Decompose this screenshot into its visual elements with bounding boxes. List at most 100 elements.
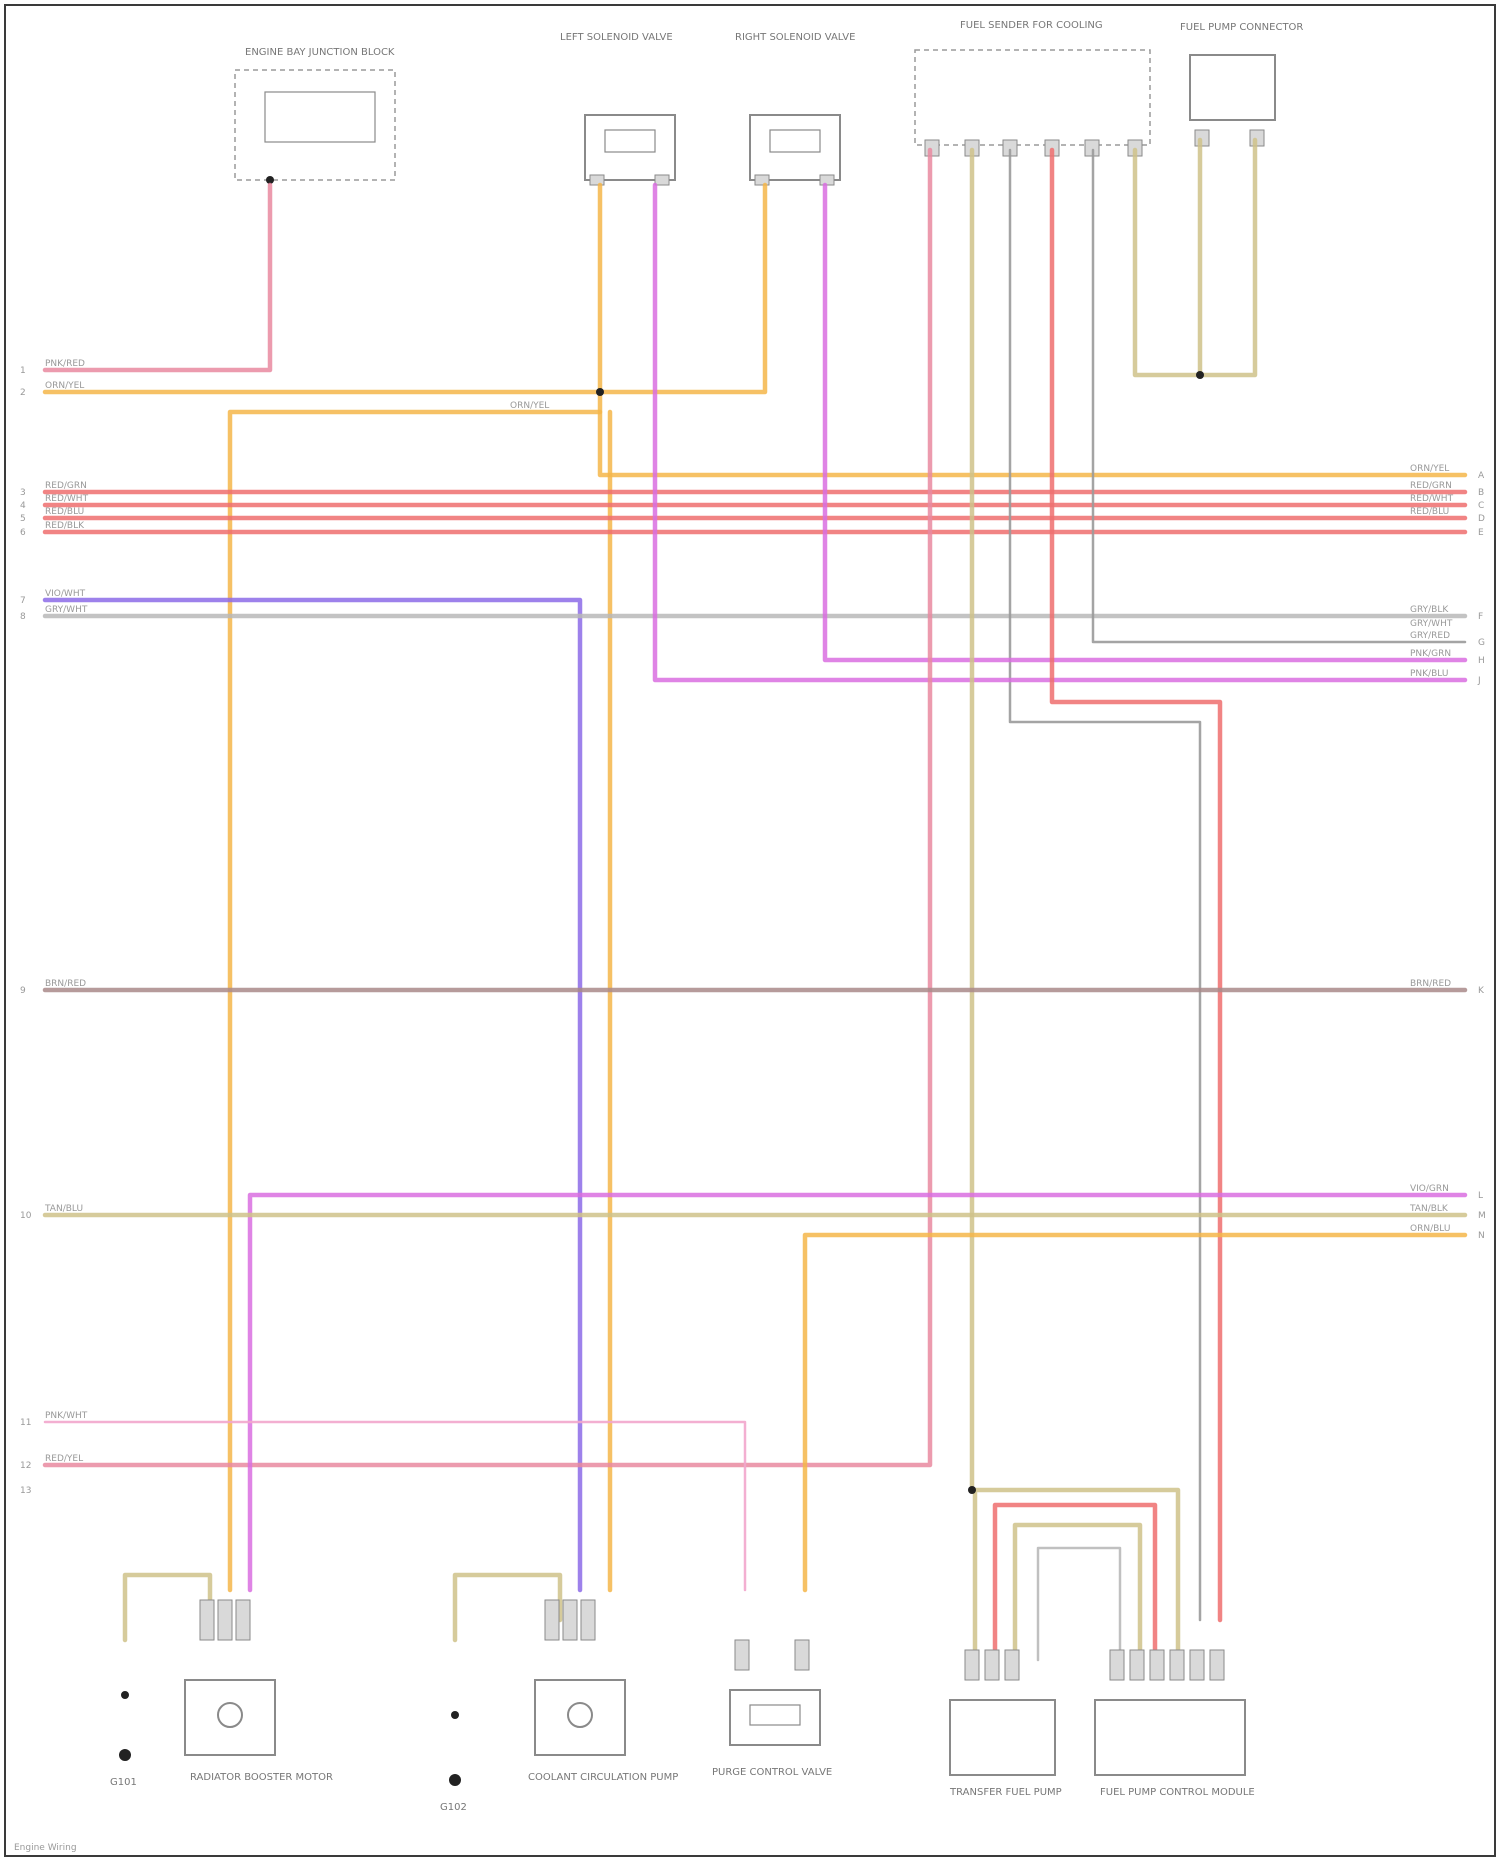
left-pin-7: 7	[20, 596, 26, 606]
left-pin-12: 12	[20, 1461, 31, 1471]
junction-dots	[121, 371, 1204, 1719]
right-pin-M: M	[1478, 1211, 1486, 1221]
right-pin-A: A	[1478, 471, 1485, 481]
wire-magenta-2	[825, 185, 1465, 660]
wire-tan-loop	[1135, 140, 1255, 375]
right-wire-labels: ORN/YEL RED/GRN RED/WHT RED/BLU GRY/BLK …	[1409, 464, 1454, 1234]
wire-label: PNK/RED	[45, 359, 85, 369]
left-pin-13: 13	[20, 1486, 31, 1496]
wire-magenta-1	[655, 185, 1465, 680]
right-pin-H: H	[1478, 656, 1485, 666]
right-solenoid-label: RIGHT SOLENOID VALVE	[735, 32, 855, 43]
purge-control-valve: PURGE CONTROL VALVE	[712, 1640, 832, 1778]
wire-label: ORN/YEL	[510, 401, 549, 411]
left-solenoid-label: LEFT SOLENOID VALVE	[560, 32, 673, 43]
wire-magenta-row	[250, 1195, 1465, 1590]
fuel-sender: FUEL SENDER FOR COOLING	[915, 20, 1150, 156]
ground-a-label: G101	[110, 1777, 137, 1788]
right-pin-C: C	[1478, 501, 1484, 511]
engine-bay-label: ENGINE BAY JUNCTION BLOCK	[245, 47, 395, 58]
wire-label: BRN/RED	[45, 979, 86, 989]
wire-label: ORN/YEL	[45, 381, 84, 391]
wire-label: BRN/RED	[1410, 979, 1451, 989]
wire-label: RED/BLU	[45, 507, 84, 517]
fuel-pump-control-module: FUEL PUMP CONTROL MODULE	[1095, 1650, 1255, 1798]
wire-tan-bottom-b	[455, 1575, 560, 1640]
purge-valve-label: PURGE CONTROL VALVE	[712, 1767, 832, 1778]
wire-label: GRY/WHT	[45, 605, 88, 615]
fuel-pump-connector: FUEL PUMP CONNECTOR	[1180, 22, 1303, 146]
fuel-pump-module-label: FUEL PUMP CONTROL MODULE	[1100, 1787, 1255, 1798]
coolant-circulation-pump: COOLANT CIRCULATION PUMP	[528, 1600, 678, 1783]
left-pin-5: 5	[20, 514, 26, 524]
right-pin-G: G	[1478, 638, 1485, 648]
wire-orange-mid	[230, 412, 600, 1590]
right-pin-J: J	[1477, 676, 1481, 686]
right-pin-E: E	[1478, 528, 1484, 538]
wire-label: VIO/WHT	[45, 589, 86, 599]
wire-label: RED/YEL	[45, 1454, 83, 1464]
radiator-booster-label: RADIATOR BOOSTER MOTOR	[190, 1772, 333, 1783]
left-pin-11: 11	[20, 1418, 31, 1428]
wire-tan-pump-1	[975, 1490, 1178, 1660]
right-pin-K: K	[1478, 986, 1485, 996]
wire-label: RED/WHT	[45, 494, 89, 504]
left-pin-2: 2	[20, 388, 26, 398]
wire-label: RED/WHT	[1410, 494, 1454, 504]
wire-label: PNK/GRN	[1410, 649, 1451, 659]
wire-red-pump-1	[995, 1505, 1155, 1660]
left-pin-8: 8	[20, 612, 26, 622]
engine-bay-junction-block: ENGINE BAY JUNCTION BLOCK	[235, 47, 395, 184]
right-pin-N: N	[1478, 1231, 1485, 1241]
left-pin-1: 1	[20, 366, 26, 376]
left-wire-labels: PNK/RED ORN/YEL ORN/YEL RED/GRN RED/WHT …	[44, 359, 549, 1464]
right-solenoid-valve: RIGHT SOLENOID VALVE	[735, 32, 855, 185]
right-pin-L: L	[1478, 1191, 1483, 1201]
wire-label: ORN/YEL	[1410, 464, 1449, 474]
left-pin-9: 9	[20, 986, 26, 996]
wire-label: VIO/GRN	[1410, 1184, 1449, 1194]
wire-violet	[45, 600, 580, 1590]
wire-label: RED/GRN	[1410, 481, 1452, 491]
right-pin-F: F	[1478, 612, 1483, 622]
right-pin-B: B	[1478, 488, 1484, 498]
transfer-fuel-pump: TRANSFER FUEL PUMP	[949, 1650, 1062, 1798]
wire-label: RED/BLK	[45, 521, 85, 531]
transfer-pump-label: TRANSFER FUEL PUMP	[949, 1787, 1062, 1798]
wire-label: PNK/BLU	[1410, 669, 1448, 679]
wire-label: RED/BLU	[1410, 507, 1449, 517]
wire-orange-left-solenoid	[600, 185, 1465, 475]
right-pin-D: D	[1478, 514, 1485, 524]
wire-label: ORN/BLU	[1410, 1224, 1450, 1234]
left-pin-6: 6	[20, 528, 26, 538]
wires	[45, 140, 1465, 1660]
wire-pink-junction	[45, 185, 270, 370]
coolant-pump-label: COOLANT CIRCULATION PUMP	[528, 1772, 678, 1783]
wire-label: PNK/WHT	[45, 1411, 88, 1421]
wire-label: RED/GRN	[45, 481, 87, 491]
wire-gray-3	[1010, 150, 1200, 1620]
wire-tan-bottom-a	[125, 1575, 210, 1640]
footer-text: Engine Wiring	[14, 1843, 77, 1853]
wire-gray-2	[1093, 150, 1465, 642]
wire-label: GRY/BLK	[1410, 605, 1449, 615]
left-pin-3: 3	[20, 488, 26, 498]
wire-pink-sender	[45, 150, 930, 1465]
wire-gray-pump	[1038, 1548, 1120, 1660]
wire-label: GRY/WHT	[1410, 619, 1453, 629]
ground-b-label: G102	[440, 1802, 467, 1813]
wire-label: GRY/RED	[1410, 631, 1450, 641]
fuel-pump-connector-label: FUEL PUMP CONNECTOR	[1180, 22, 1303, 33]
wire-lightpink	[45, 1422, 745, 1590]
fuel-sender-label: FUEL SENDER FOR COOLING	[960, 20, 1103, 31]
radiator-booster-motor: RADIATOR BOOSTER MOTOR	[185, 1600, 333, 1783]
left-pin-10: 10	[20, 1211, 32, 1221]
wire-label: TAN/BLU	[44, 1204, 83, 1214]
wire-label: TAN/BLK	[1409, 1204, 1449, 1214]
left-pin-4: 4	[20, 501, 26, 511]
left-solenoid-valve: LEFT SOLENOID VALVE	[560, 32, 675, 185]
wire-orange-row12	[805, 1235, 1465, 1590]
